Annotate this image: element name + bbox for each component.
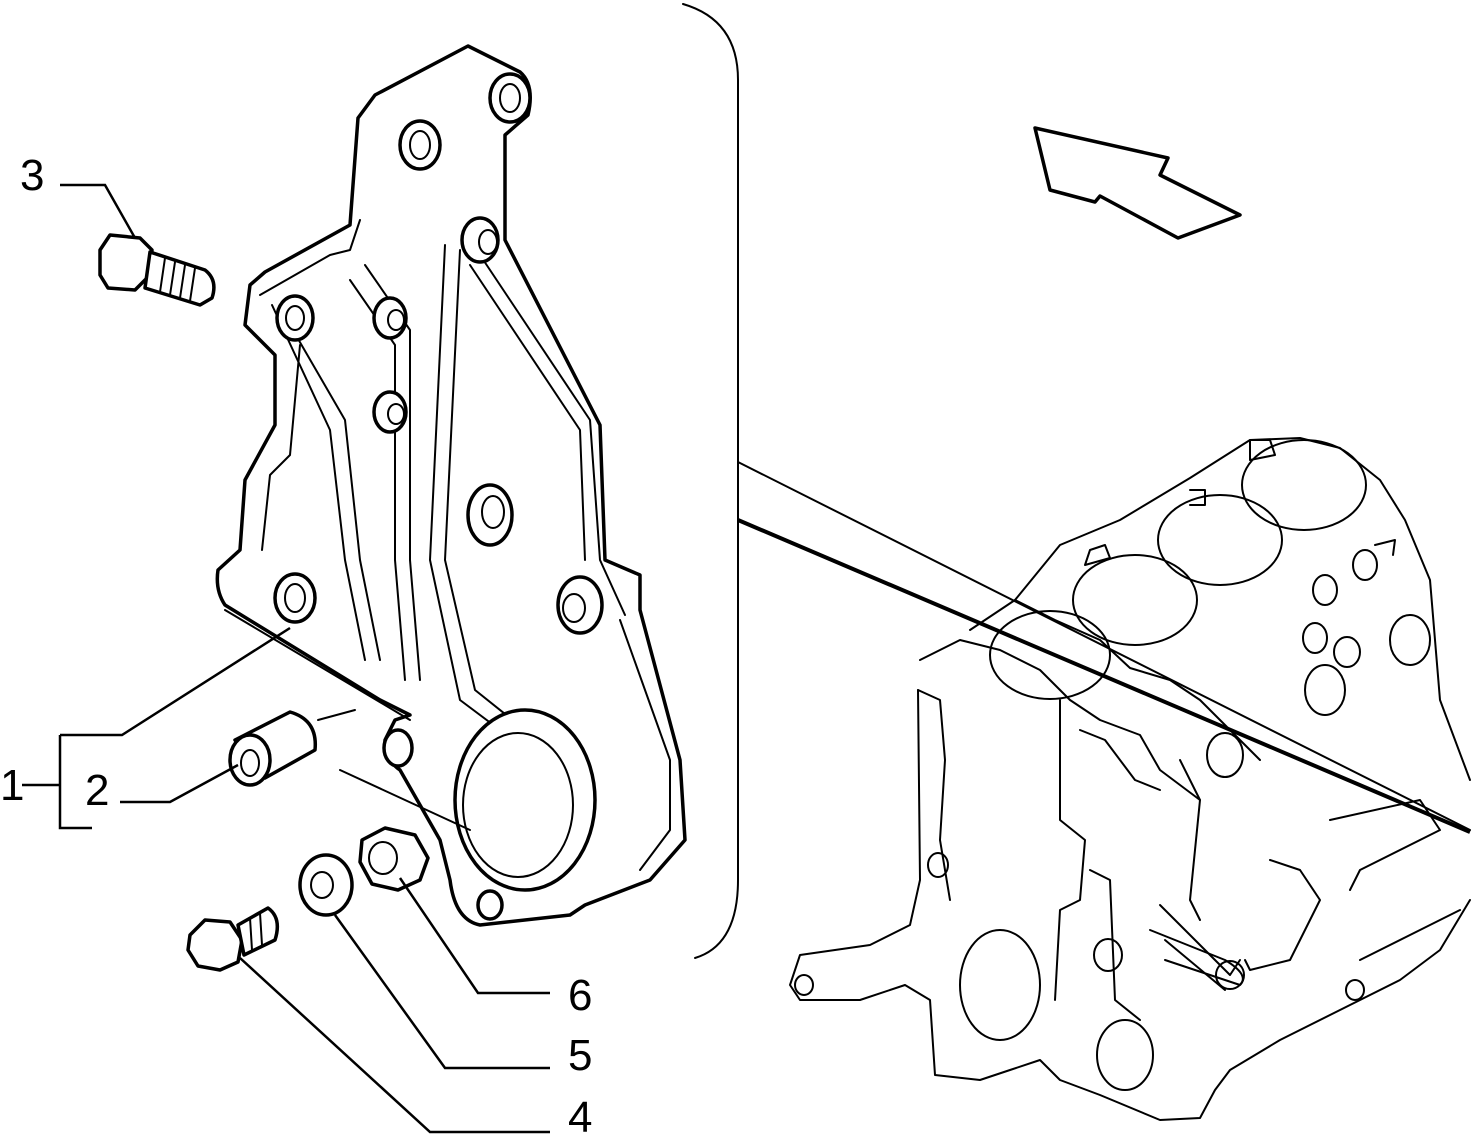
washer-part-5	[298, 853, 354, 917]
nut-part-6	[358, 826, 430, 892]
bolt-part-3	[98, 233, 216, 307]
callout-4: 4	[568, 1093, 592, 1137]
cover-housing	[215, 44, 687, 927]
detail-bracket	[682, 3, 739, 959]
callout-1: 1	[0, 761, 24, 810]
callout-5: 5	[568, 1031, 592, 1080]
callout-leaders	[22, 183, 550, 1134]
engine-block	[737, 437, 1471, 1121]
callout-6: 6	[568, 971, 592, 1020]
stud-part-4	[186, 906, 280, 972]
callout-3: 3	[20, 151, 44, 200]
arrow-icon	[1033, 126, 1242, 240]
dowel-pin-part-2	[228, 710, 318, 787]
callout-labels: 3 1 2 6 5 4	[0, 151, 592, 1137]
callout-2: 2	[85, 766, 109, 815]
assembly-hint-lines	[317, 709, 471, 831]
